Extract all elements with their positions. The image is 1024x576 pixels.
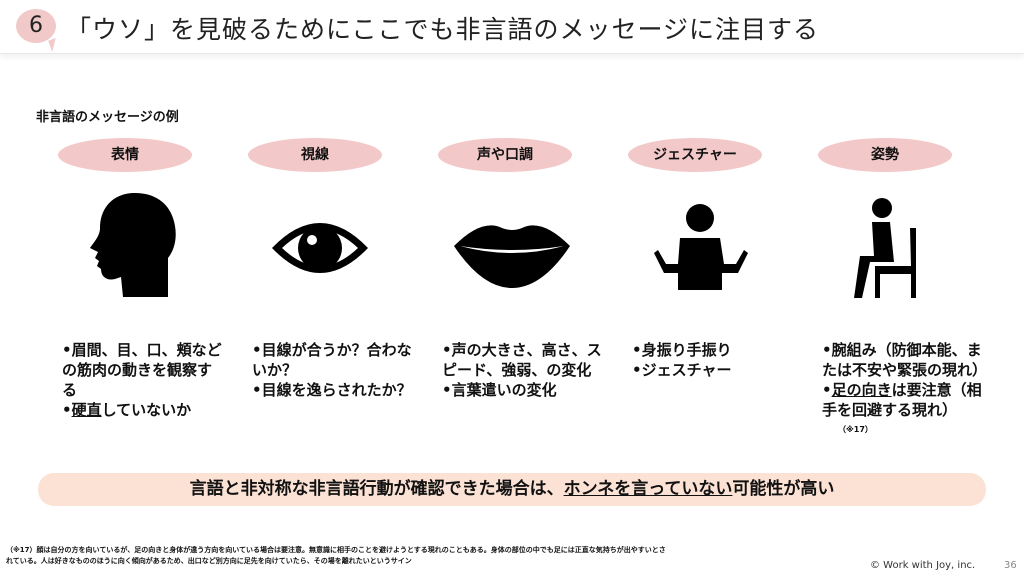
column-gaze: 視線 •目線が合うか？合わないか？ •目線を逸らされたか？: [248, 138, 412, 399]
bullet: •言葉遣いの変化: [442, 381, 557, 399]
column-posture: 姿勢 •腕組み（防御本能、または不安や緊張の現れ） •足の向きは要注意（相手を回…: [818, 138, 987, 434]
bullet: •身振り手振り: [632, 341, 732, 359]
lips-icon: [454, 225, 570, 288]
category-pill: 表情: [58, 138, 192, 172]
bullet: •眉間、目、口、頬などの筋肉の動きを観察する: [62, 341, 222, 399]
category-pill: 声や口調: [438, 138, 572, 172]
bullet: •足の向きは要注意（相手を回避する現れ） （※17）: [822, 380, 982, 440]
head-silhouette-icon: [90, 193, 176, 297]
category-pill: 視線: [248, 138, 382, 172]
banner-text-end: 可能性が高い: [732, 479, 835, 499]
seated-person-icon: [854, 198, 916, 298]
page-title: 「ウソ」を見破るためにここでも非言語のメッセージに注目する: [66, 15, 820, 44]
bullet-rest: は要注意（相手を回避する現れ）: [822, 381, 982, 419]
emphasis: 足の向き: [831, 381, 892, 399]
bullet: •目線が合うか？合わないか？: [252, 341, 412, 379]
eye-icon: [272, 223, 368, 273]
banner-text: 言語と非対称な非言語行動が確認できた場合は、: [189, 479, 564, 499]
header: 6 「ウソ」を見破るためにここでも非言語のメッセージに注目する: [0, 0, 1024, 54]
column-expression: 表情 •眉間、目、口、頬などの筋肉の動きを観察する •硬直していないか: [58, 138, 222, 419]
page-number: 36: [1004, 560, 1017, 571]
column-voice: 声や口調 •声の大きさ、高さ、スピード、強弱、の変化 •言葉遣いの変化: [438, 138, 602, 399]
copyright: © Work with Joy, inc.: [870, 560, 976, 571]
section-number-badge: 6: [16, 9, 56, 43]
bullet: •声の大きさ、高さ、スピード、強弱、の変化: [442, 341, 602, 379]
conclusion-banner: 言語と非対称な非言語行動が確認できた場合は、ホンネを言っていない可能性が高い: [38, 473, 986, 506]
bullet: •ジェスチャー: [632, 361, 732, 379]
section-subtitle: 非言語のメッセージの例: [36, 110, 179, 125]
bullet: •腕組み（防御本能、または不安や緊張の現れ）: [822, 341, 988, 379]
bullet: •硬直していないか: [62, 400, 222, 420]
column-gesture: ジェスチャー •身振り手振り •ジェスチャー: [628, 138, 792, 379]
banner-emphasis: ホンネを言っていない: [563, 479, 733, 499]
gesture-person-icon: [654, 204, 748, 290]
bullet-mark: •: [62, 401, 72, 419]
bullet-rest: していないか: [101, 401, 192, 419]
category-pill: ジェスチャー: [628, 138, 762, 172]
bullet: •目線を逸らされたか？: [252, 381, 412, 399]
category-pill: 姿勢: [818, 138, 952, 172]
bullet-mark: •: [822, 381, 832, 399]
footnote-ref: （※17）: [838, 425, 873, 434]
footnote: （※17）顔は自分の方を向いているが、足の向きと身体が違う方向を向いている場合は…: [6, 546, 666, 565]
emphasis: 硬直: [71, 401, 102, 419]
